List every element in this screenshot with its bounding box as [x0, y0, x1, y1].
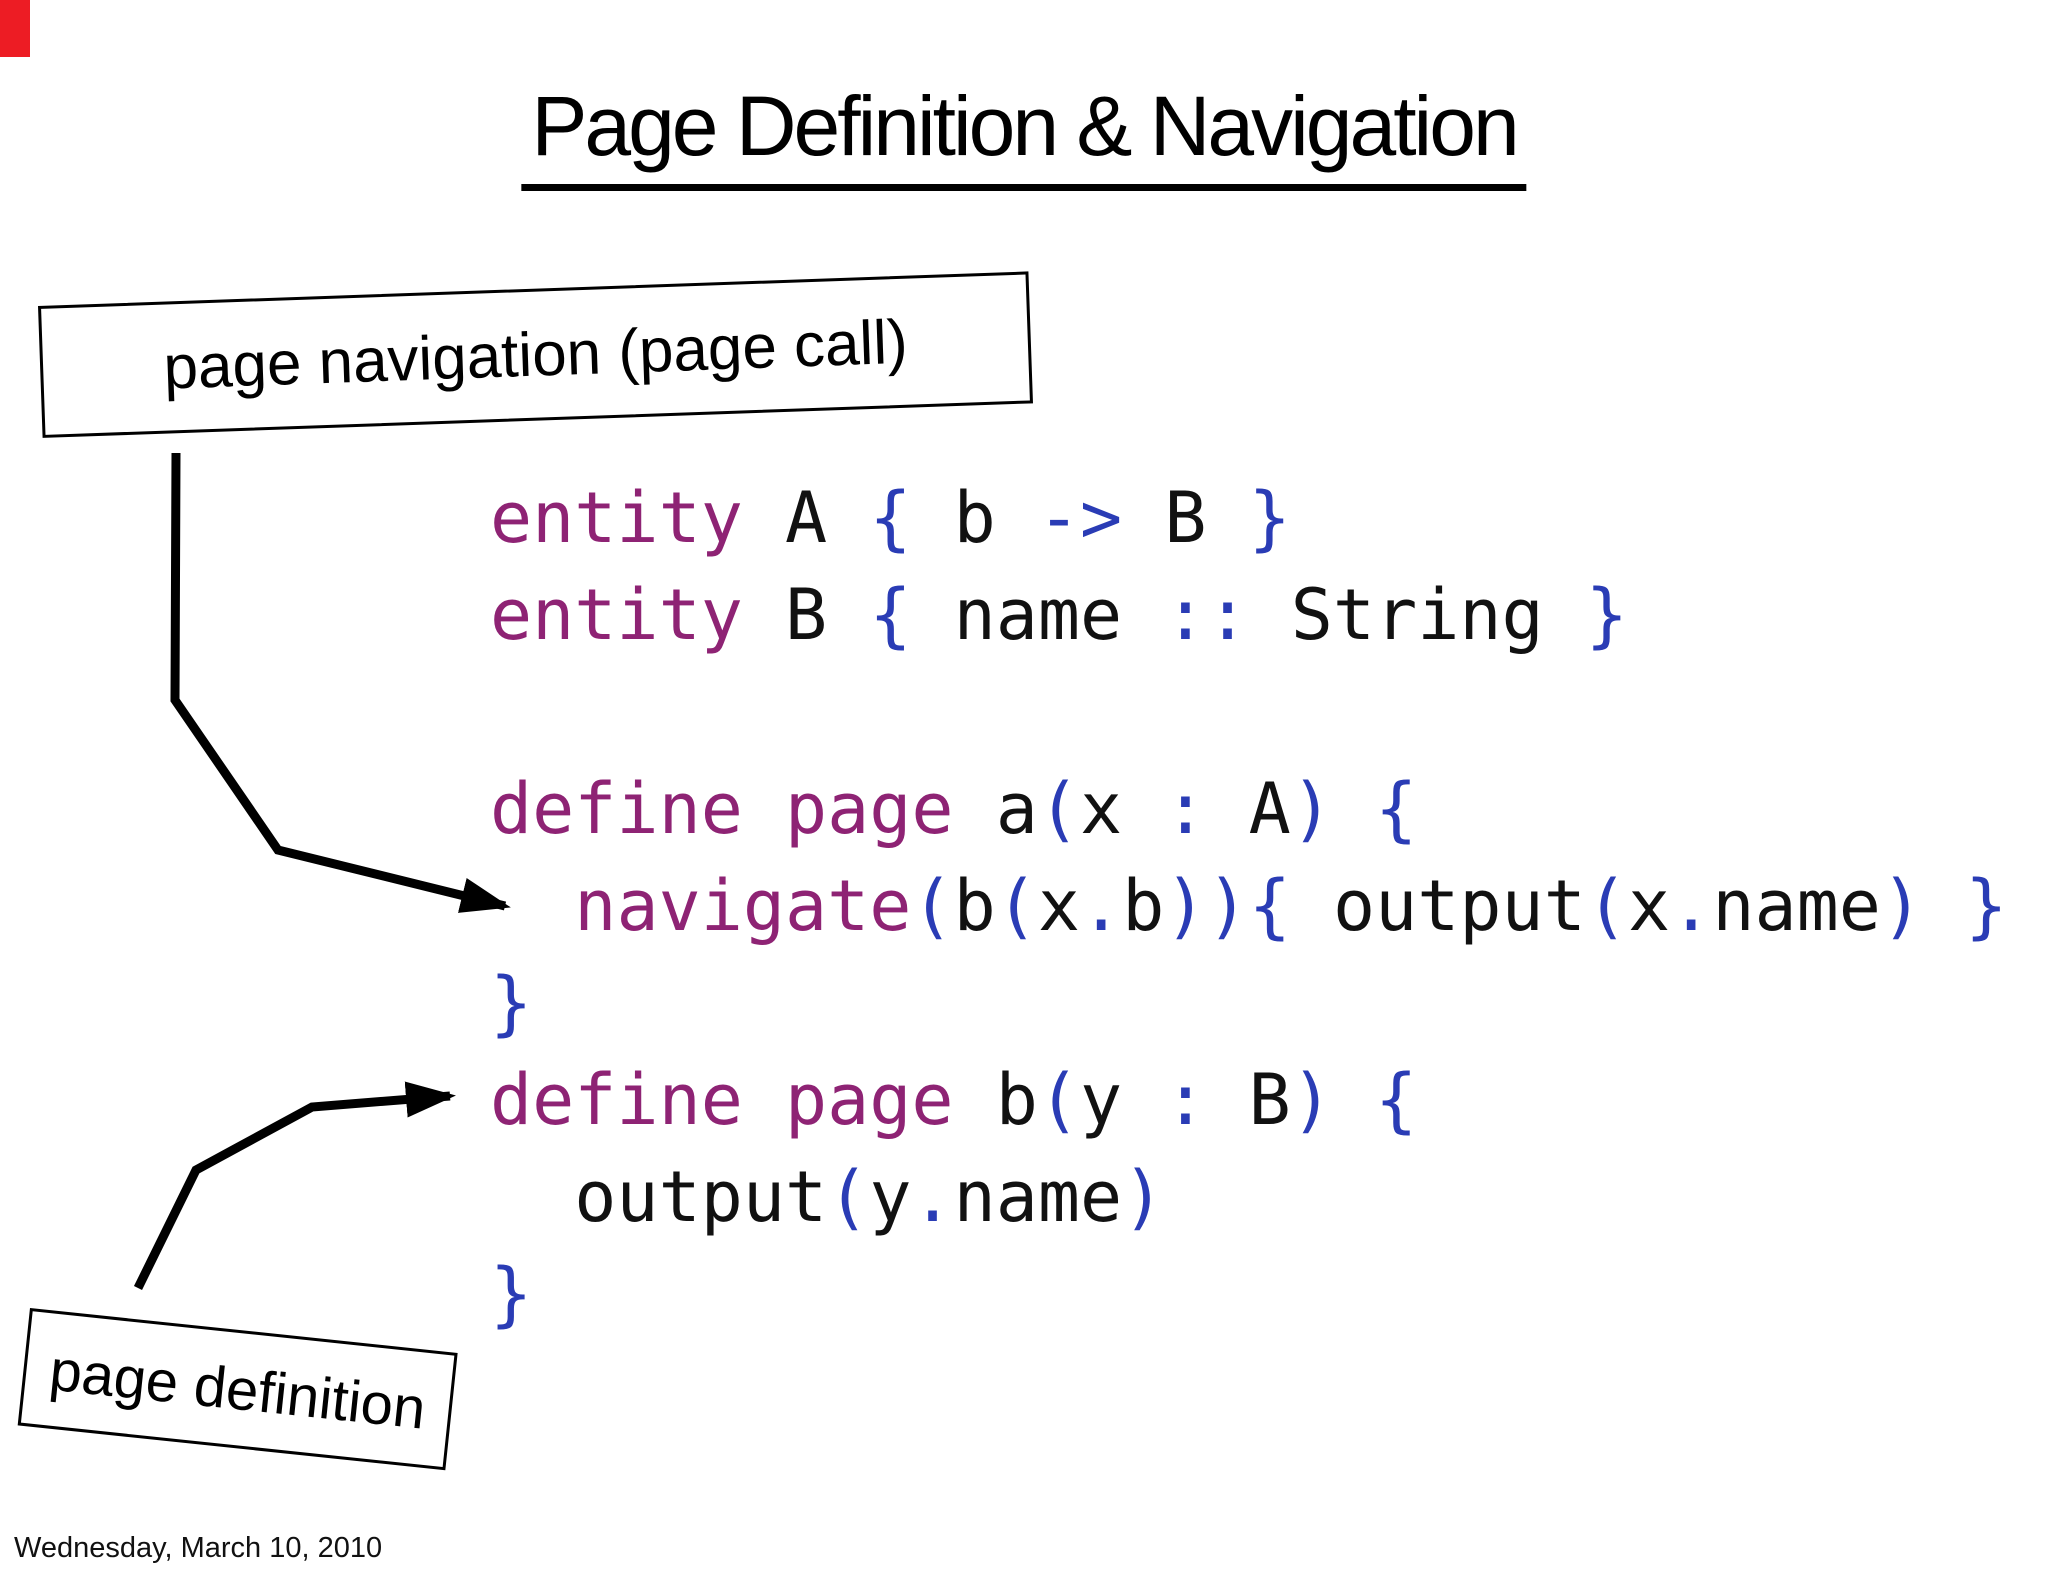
code-line: output(y.name): [490, 1149, 2007, 1246]
code-operator: :: [1164, 1059, 1207, 1141]
code-text: B: [1122, 477, 1249, 559]
code-operator: {: [869, 574, 912, 656]
code-operator: ->: [1037, 477, 1123, 559]
page-title: Page Definition & Navigation: [521, 78, 1527, 191]
arrow-page-navigation: [170, 452, 511, 913]
code-text: A: [1206, 768, 1291, 850]
code-text: [1333, 1059, 1375, 1141]
code-text: String: [1248, 574, 1586, 656]
label-page-navigation-text: page navigation (page call): [162, 307, 909, 403]
label-page-definition-text: page definition: [46, 1337, 429, 1442]
arrow-page-definition: [133, 1081, 456, 1290]
code-text: a: [953, 768, 1038, 850]
code-text: output: [490, 1156, 828, 1238]
code-operator: {: [1375, 768, 1418, 850]
code-operator: }: [490, 962, 533, 1044]
code-operator: }: [1248, 477, 1291, 559]
code-line: navigate(b(x.b)){ output(x.name) }: [490, 858, 2007, 955]
code-keyword: navigate: [574, 865, 912, 947]
label-page-navigation: page navigation (page call): [38, 271, 1034, 438]
code-text: output: [1290, 865, 1586, 947]
code-operator: ): [1290, 768, 1333, 850]
code-keyword: define page: [490, 768, 954, 850]
code-block: entity A { b -> B }entity B { name :: St…: [490, 470, 2007, 1343]
code-text: name: [953, 1156, 1123, 1238]
code-operator: ::: [1164, 574, 1249, 656]
code-operator: (: [995, 865, 1038, 947]
code-operator: (: [911, 865, 954, 947]
code-operator: {: [869, 477, 912, 559]
code-text: x: [1080, 768, 1165, 850]
label-page-definition: page definition: [17, 1308, 458, 1471]
code-operator: :: [1164, 768, 1207, 850]
code-operator: (: [1585, 865, 1629, 947]
code-text: A: [742, 477, 870, 559]
code-text: x: [1628, 865, 1671, 947]
code-operator: }: [1965, 865, 2008, 947]
code-operator: ): [1290, 1059, 1333, 1141]
code-operator: .: [1080, 865, 1123, 947]
code-text: [490, 865, 574, 947]
code-operator: (: [1037, 1059, 1081, 1141]
code-text: B: [742, 574, 870, 656]
code-text: [1923, 865, 1965, 947]
code-keyword: define page: [490, 1059, 954, 1141]
footer-date: Wednesday, March 10, 2010: [14, 1532, 383, 1564]
code-line: }: [490, 1246, 2007, 1343]
code-operator: )): [1164, 865, 1249, 947]
code-operator: ): [1880, 865, 1924, 947]
code-text: b: [911, 477, 1038, 559]
code-line: define page a(x : A) {: [490, 761, 2007, 858]
code-line: }: [490, 955, 2007, 1052]
code-text: b: [953, 1059, 1038, 1141]
code-operator: .: [911, 1156, 954, 1238]
code-operator: (: [1037, 768, 1081, 850]
code-text: b: [1122, 865, 1165, 947]
code-text: B: [1206, 1059, 1291, 1141]
code-operator: }: [1585, 574, 1628, 656]
code-text: y: [869, 1156, 912, 1238]
code-keyword: entity: [490, 477, 743, 559]
code-line: [490, 664, 2007, 761]
code-operator: ): [1122, 1156, 1165, 1238]
code-text: b: [953, 865, 996, 947]
code-keyword: entity: [490, 574, 743, 656]
code-operator: {: [1375, 1059, 1418, 1141]
code-text: [1333, 768, 1375, 850]
code-text: x: [1037, 865, 1081, 947]
code-text: name: [1712, 865, 1881, 947]
code-text: y: [1080, 1059, 1165, 1141]
code-text: name: [911, 574, 1165, 656]
code-line: entity A { b -> B }: [490, 470, 2007, 567]
code-line: entity B { name :: String }: [490, 567, 2007, 664]
code-operator: .: [1670, 865, 1713, 947]
code-operator: {: [1248, 865, 1291, 947]
corner-red-marker: [0, 0, 30, 57]
code-line: define page b(y : B) {: [490, 1052, 2007, 1149]
code-operator: }: [490, 1253, 533, 1335]
code-operator: (: [827, 1156, 870, 1238]
